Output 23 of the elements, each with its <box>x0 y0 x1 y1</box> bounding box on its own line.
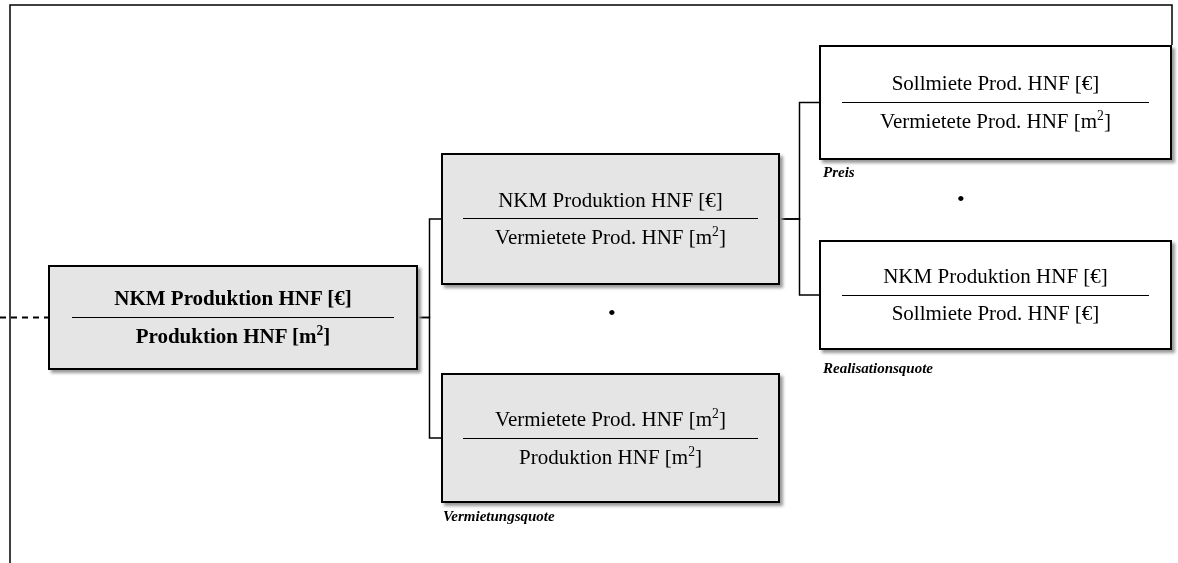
numerator: Sollmiete Prod. HNF [€] <box>890 70 1101 98</box>
denominator: Produktion HNF [m$^{2}$] <box>518 442 703 471</box>
denominator: Produktion HNF [m$^{2}$] <box>134 321 332 350</box>
numerator: NKM Produktion HNF [€] <box>497 186 724 214</box>
fraction-box <box>819 45 1172 160</box>
denominator: Vermietete Prod. HNF [m$^{2}$] <box>494 223 727 251</box>
fraction-box <box>441 153 780 285</box>
ratio-caption: Realisationsquote <box>823 360 934 377</box>
numerator: NKM Produktion HNF [€] <box>113 285 353 313</box>
connector-line <box>0 316 49 319</box>
ratio-caption: Vermietungsquote <box>443 508 555 525</box>
connector-line <box>779 218 820 296</box>
numerator: NKM Produktion HNF [€] <box>882 263 1109 291</box>
fraction-box <box>48 265 418 370</box>
fraction-box <box>819 240 1172 350</box>
multiplication-dot: • <box>957 188 965 210</box>
denominator: Sollmiete Prod. HNF [€] <box>890 299 1101 327</box>
numerator: Vermietete Prod. HNF [m$^{2}$] <box>494 405 727 434</box>
ratio-caption: Preis <box>823 164 855 181</box>
multiplication-dot: • <box>608 302 616 324</box>
fraction-box <box>441 373 780 503</box>
connector-line <box>417 316 442 439</box>
denominator: Vermietete Prod. HNF [m$^{2}$] <box>879 106 1112 135</box>
